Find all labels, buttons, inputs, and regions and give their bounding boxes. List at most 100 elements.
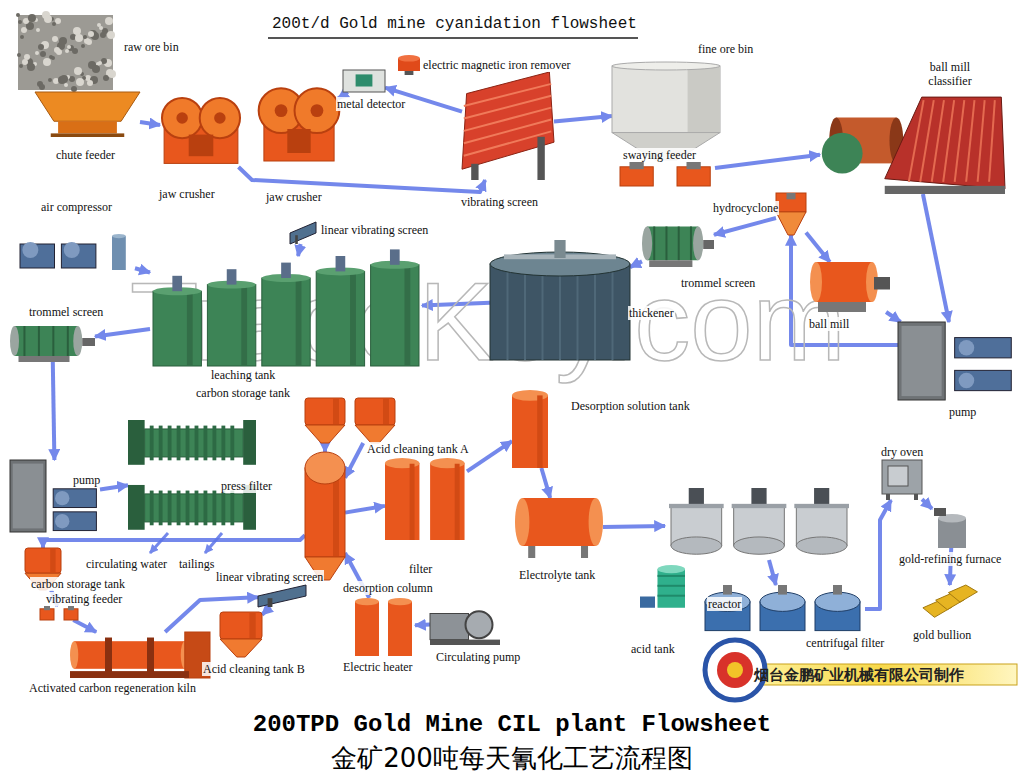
equipment-node: acid tank [640,565,690,610]
shape-rect [669,504,724,508]
shape-path [35,92,140,121]
shape-line [464,96,551,119]
equipment-node: fine ore bin [612,62,720,160]
flow-arrow [239,167,486,192]
equipment-illustration [305,398,345,443]
equipment-label: electric magnetic iron remover [422,58,572,72]
shape-rect [112,236,126,270]
shape-rect [658,585,686,587]
equipment-label: Desorption solution tank [570,399,691,413]
equipment-illustration [343,70,385,92]
shape-rect [53,512,96,531]
shape-circle [55,491,69,505]
shape-rect [934,508,946,516]
shape-circle [22,242,38,258]
equipment-label: fine ore bin [697,42,754,56]
equipment-illustration [398,55,420,75]
shape-rect [195,491,199,526]
shape-rect [355,602,379,656]
equipment-label: leaching tank [210,368,276,382]
shape-circle [52,36,58,42]
shape-rect [220,612,262,639]
equipment-label: pump [72,473,101,487]
equipment-node: gold bullion [920,585,978,623]
equipment-node: vibrating screen [462,72,554,180]
equipment-illustration [290,222,316,244]
equipment-illustration [820,92,1005,194]
equipment-node: electric magnetic iron remover [398,55,420,75]
shape-ellipse [10,326,19,356]
shape-circle [75,34,83,42]
shape-circle [87,80,93,86]
shape-rect [787,193,796,199]
shape-ellipse [810,262,822,302]
equipment-label: gold-refining furnace [898,552,1002,566]
shape-rect [153,291,201,366]
equipment-node: Acid cleaning tank A [355,398,395,443]
shape-rect [10,460,46,532]
equipment-illustration [642,222,714,267]
shape-line [542,270,544,360]
equipment-node: Desorption solution tank [512,390,548,468]
equipment-label: Activated carbon regeneration kiln [28,681,197,695]
equipment-label: air compressor [40,200,113,214]
equipment-illustration [776,193,806,235]
shape-circle [466,611,493,638]
shape-circle [99,26,103,30]
shape-ellipse [398,55,420,62]
equipment-label: Acid cleaning tank A [366,442,470,456]
equipment-node: gold-refining furnace [932,508,972,548]
shape-line [690,227,692,261]
shape-rect [356,74,373,86]
shape-rect [221,491,225,526]
shape-circle [43,58,51,66]
equipment-node: carbon storage tank [305,398,345,443]
flow-arrow [923,194,949,322]
flow-arrow [262,607,270,615]
flow-arrow [73,620,96,632]
shape-circle [275,104,288,117]
shape-rect [885,186,1005,194]
equipment-label: hydrocyclone [712,201,779,215]
equipment-illustration [40,606,80,620]
shape-rect [19,356,70,362]
shape-rect [295,235,298,244]
equipment-node: trommel screen [10,322,95,362]
equipment-label: metal detector [336,97,406,111]
shape-rect [390,249,400,264]
shape-line [920,100,934,182]
shape-rect [212,426,216,461]
company-banner [745,664,1017,685]
shape-rect [528,546,535,558]
equipment-node: Circulating pump [430,600,500,645]
shape-rect [40,609,54,620]
shape-circle [52,22,56,26]
shape-rect [262,278,310,366]
equipment-illustration [385,458,467,540]
equipment-label: gold bullion [912,628,972,642]
equipment-label: chute feeder [55,148,116,162]
equipment-label: carbon storage tank [195,386,291,400]
shape-rect [350,271,356,366]
flow-arrow [769,560,776,585]
shape-path [776,212,806,235]
shape-line [524,270,526,360]
shape-rect [455,464,460,540]
shape-circle [107,31,115,39]
shape-rect [105,638,112,673]
equipment-node: swaying feeder [620,162,715,186]
shape-circle [18,20,22,24]
shape-circle [48,78,52,82]
flow-arrow [345,443,363,478]
shape-rect [186,491,190,526]
equipment-label: carbon storage tank [30,577,126,591]
shape-rect [886,494,890,500]
shape-circle [959,340,975,356]
shape-circle [24,54,30,60]
shape-circle [176,112,188,124]
equipment-illustration [612,62,720,160]
shape-circle [72,48,78,54]
shape-rect [410,464,415,540]
shape-rect [343,70,385,92]
